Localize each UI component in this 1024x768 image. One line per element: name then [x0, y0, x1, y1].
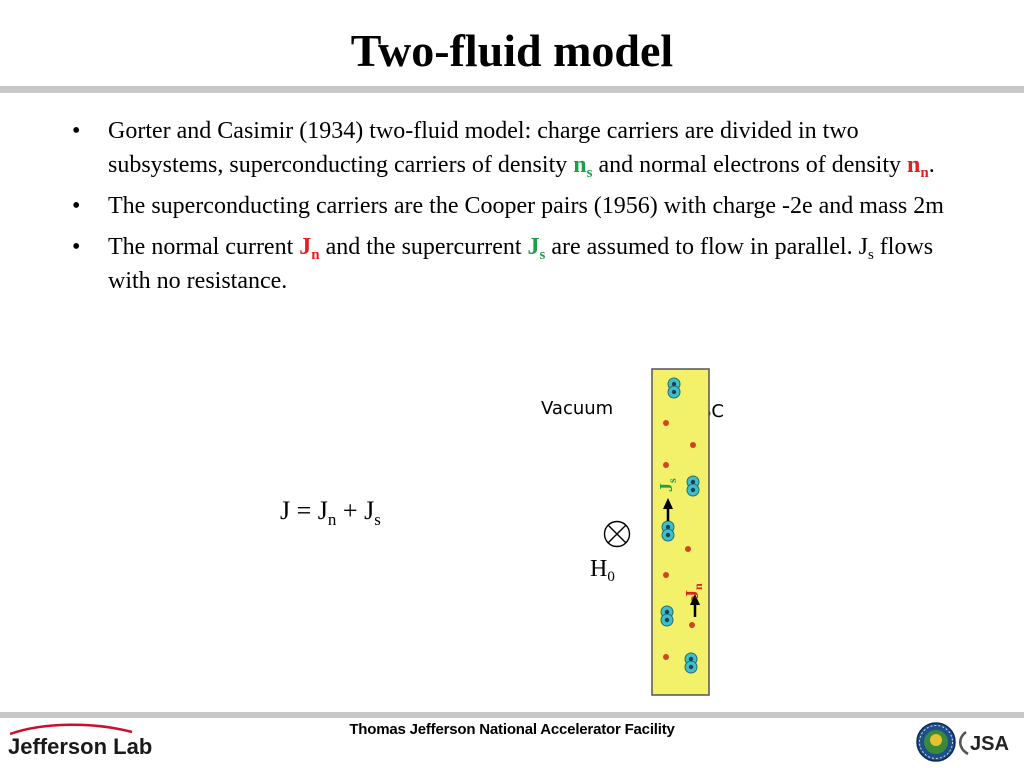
bullet-symbol: •: [72, 118, 81, 144]
normal-electron-dot: [685, 546, 691, 552]
normal-electron-dot: [663, 462, 669, 468]
js-arrow-label: Js: [656, 478, 679, 492]
bullet-text: The normal current: [108, 234, 300, 260]
bullet-symbol: •: [72, 234, 81, 260]
bullet-list: • Gorter and Casimir (1934) two-fluid mo…: [72, 114, 962, 305]
bullet-symbol: •: [72, 193, 81, 219]
partner-logos: JSA: [916, 722, 1009, 762]
sc-region: [651, 368, 710, 696]
superconductor-slab: Js Jn: [651, 368, 710, 696]
ns-symbol: ns: [573, 152, 593, 181]
normal-electron-dot: [689, 622, 695, 628]
normal-electron-dot: [690, 442, 696, 448]
bullet-text: are assumed to flow in parallel. J: [545, 234, 868, 260]
current-equation: J = Jn + Js: [280, 496, 381, 529]
title-rule: [0, 86, 1024, 93]
vacuum-label: Vacuum: [541, 398, 614, 419]
bullet-item-two-fluid: • Gorter and Casimir (1934) two-fluid mo…: [72, 114, 962, 182]
doe-seal-icon: [916, 722, 956, 762]
jn-arrow-label: Jn: [682, 583, 705, 599]
h0-label: H0: [590, 556, 615, 585]
field-into-page-icon: [603, 520, 631, 548]
bullet-text: .: [928, 152, 935, 178]
bullet-text: Gorter and Casimir (1934) two-fluid mode…: [108, 118, 859, 178]
bullet-text: The superconducting carriers are the Coo…: [108, 193, 944, 219]
jefferson-lab-logo: Jefferson Lab: [8, 723, 152, 759]
bullet-item-currents: • The normal current Jn and the supercur…: [72, 230, 962, 298]
bullet-item-cooper-pairs: • The superconducting carriers are the C…: [72, 189, 962, 223]
cooper-pair-icon: [660, 605, 674, 627]
js-symbol: Js: [527, 234, 546, 263]
footer-facility-name: Thomas Jefferson National Accelerator Fa…: [349, 721, 675, 738]
js-subscript: s: [867, 247, 874, 263]
bullet-text: flows with no resistance.: [108, 234, 934, 294]
cooper-pair-icon: [661, 520, 675, 542]
bullet-text: and normal electrons of density: [592, 152, 908, 178]
logo-swoosh-icon: [9, 723, 133, 736]
cooper-pair-icon: [686, 475, 700, 497]
bullet-text: and the supercurrent: [319, 234, 528, 260]
jsa-swoosh-icon: [959, 731, 969, 756]
normal-electron-dots: [663, 420, 697, 660]
slide-title: Two-fluid model: [350, 25, 674, 76]
jn-symbol: Jn: [299, 234, 320, 263]
cooper-pair-icon: [684, 652, 698, 674]
svg-text:Jefferson Lab: Jefferson Lab: [8, 734, 152, 759]
supercurrent-arrow: [663, 498, 673, 521]
normal-electron-dot: [663, 420, 669, 426]
footer-rule: [0, 712, 1024, 718]
jsa-logo: JSA: [959, 731, 1009, 756]
normal-electron-dot: [663, 572, 669, 578]
normal-current-arrow: [690, 594, 700, 617]
svg-text:JSA: JSA: [970, 733, 1009, 755]
nn-symbol: nn: [907, 152, 929, 181]
cooper-pair-icon: [667, 377, 681, 399]
normal-electron-dot: [663, 654, 669, 660]
